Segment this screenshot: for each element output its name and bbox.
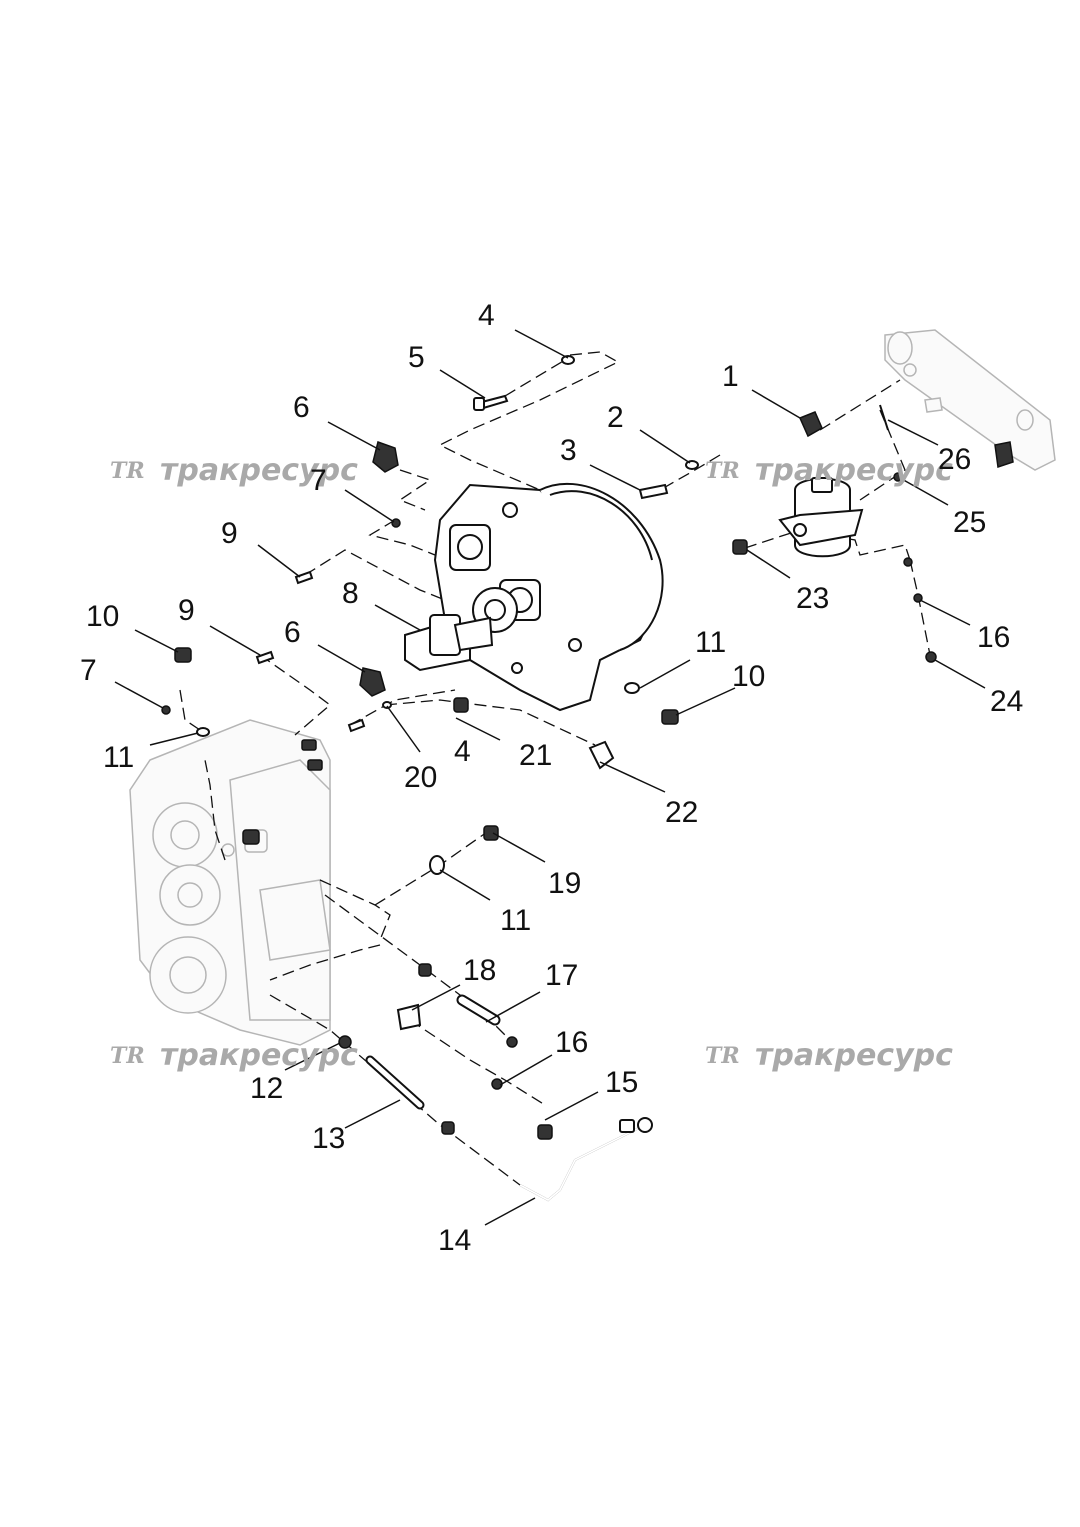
plug-10-right (661, 709, 679, 725)
watermark-brand: тракресурс (160, 453, 358, 488)
nut-17 (506, 1036, 518, 1048)
callout-17: 17 (545, 959, 578, 992)
callout-6: 6 (293, 391, 310, 424)
watermark-logo: TR (110, 1043, 145, 1069)
callout-23: 23 (796, 582, 829, 615)
watermark-brand: тракресурс (160, 1038, 358, 1073)
fitting-18-upper (418, 963, 432, 977)
callout-10: 10 (86, 600, 119, 633)
plug-7-left (161, 705, 171, 715)
callout-7: 7 (310, 464, 327, 497)
washer-16-top (903, 557, 913, 567)
callout-4: 4 (454, 735, 471, 768)
watermark-top-right: TR тракресурс (705, 453, 953, 488)
watermark-bottom-left: TR тракресурс (110, 1038, 358, 1073)
watermark-top-left: TR тракресурс (110, 453, 358, 488)
callout-2: 2 (607, 401, 624, 434)
ghost-transmission-housing (129, 719, 331, 1046)
watermark-brand: тракресурс (755, 453, 953, 488)
nut-12 (338, 1035, 352, 1049)
gearbox-main-housing (433, 482, 664, 712)
watermark-logo: TR (110, 458, 145, 484)
fitting-18-lower (396, 1003, 422, 1031)
bolt-9-top (294, 570, 314, 585)
bolt-ghost-b (307, 759, 323, 771)
clamp-15 (537, 1124, 553, 1140)
callout-19: 19 (548, 867, 581, 900)
screw-26 (879, 404, 889, 431)
callout-10: 10 (732, 660, 765, 693)
watermark-brand: тракресурс (755, 1038, 953, 1073)
callout-15: 15 (605, 1066, 638, 1099)
callout-11: 11 (103, 741, 134, 774)
plug-10-left (174, 647, 192, 663)
callout-5: 5 (408, 341, 425, 374)
fitting-6-top (372, 441, 399, 473)
callout-18: 18 (463, 954, 496, 987)
washer-25 (893, 472, 903, 482)
callout-24: 24 (990, 685, 1023, 718)
callout-11: 11 (500, 904, 531, 937)
callout-9: 9 (221, 517, 238, 550)
callout-6: 6 (284, 616, 301, 649)
fitting-6-left (359, 667, 386, 697)
callout-16: 16 (555, 1026, 588, 1059)
sleeve-part-17 (456, 994, 501, 1026)
nut-24 (925, 651, 937, 663)
assembly-lines (179, 351, 931, 1186)
small-parts (161, 355, 1014, 1140)
callout-12: 12 (250, 1072, 283, 1105)
drain-tube-part-14 (519, 1117, 653, 1202)
watermark-logo: TR (705, 458, 740, 484)
washer-11-left (196, 727, 210, 737)
washer-4-low (382, 701, 392, 709)
bolt-20 (347, 718, 366, 733)
elbow-22 (588, 740, 615, 770)
callout-3: 3 (560, 434, 577, 467)
oil-filter-assembly (778, 477, 864, 558)
fitting-ghost-right (994, 441, 1014, 468)
callout-11: 11 (695, 626, 726, 659)
leader-lines (114, 329, 986, 1226)
ghost-cooler-assembly (884, 329, 1056, 471)
plug-23 (732, 539, 748, 555)
fitting-1 (798, 411, 823, 438)
callout-26: 26 (938, 443, 971, 476)
plug-19 (483, 825, 499, 841)
callout-20: 20 (404, 761, 437, 794)
callout-1: 1 (722, 360, 739, 393)
watermark-logo: TR (705, 1043, 740, 1069)
rod-part-13 (365, 1055, 425, 1110)
plug-21 (453, 697, 469, 713)
callout-labels: 1 2 3 4 4 5 6 6 7 7 8 9 9 10 10 11 11 11… (80, 299, 1023, 1257)
callout-16: 16 (977, 621, 1010, 654)
plug-ghost (242, 829, 260, 845)
callout-4: 4 (478, 299, 495, 332)
pump-flange-part-8 (404, 614, 494, 672)
callout-8: 8 (342, 577, 359, 610)
washer-11-right (624, 682, 640, 694)
watermark-bottom-right: TR тракресурс (705, 1038, 953, 1073)
plug-7-top (391, 518, 401, 528)
callout-7: 7 (80, 654, 97, 687)
callout-25: 25 (953, 506, 986, 539)
callout-14: 14 (438, 1224, 471, 1257)
bolt-3 (638, 483, 669, 500)
washer-4-top (561, 355, 575, 365)
callout-13: 13 (312, 1122, 345, 1155)
bolt-ghost-a (301, 739, 317, 751)
callout-9: 9 (178, 594, 195, 627)
nut-13 (441, 1121, 455, 1135)
callout-21: 21 (519, 739, 552, 772)
bolt-9-left (255, 650, 275, 665)
callout-22: 22 (665, 796, 698, 829)
